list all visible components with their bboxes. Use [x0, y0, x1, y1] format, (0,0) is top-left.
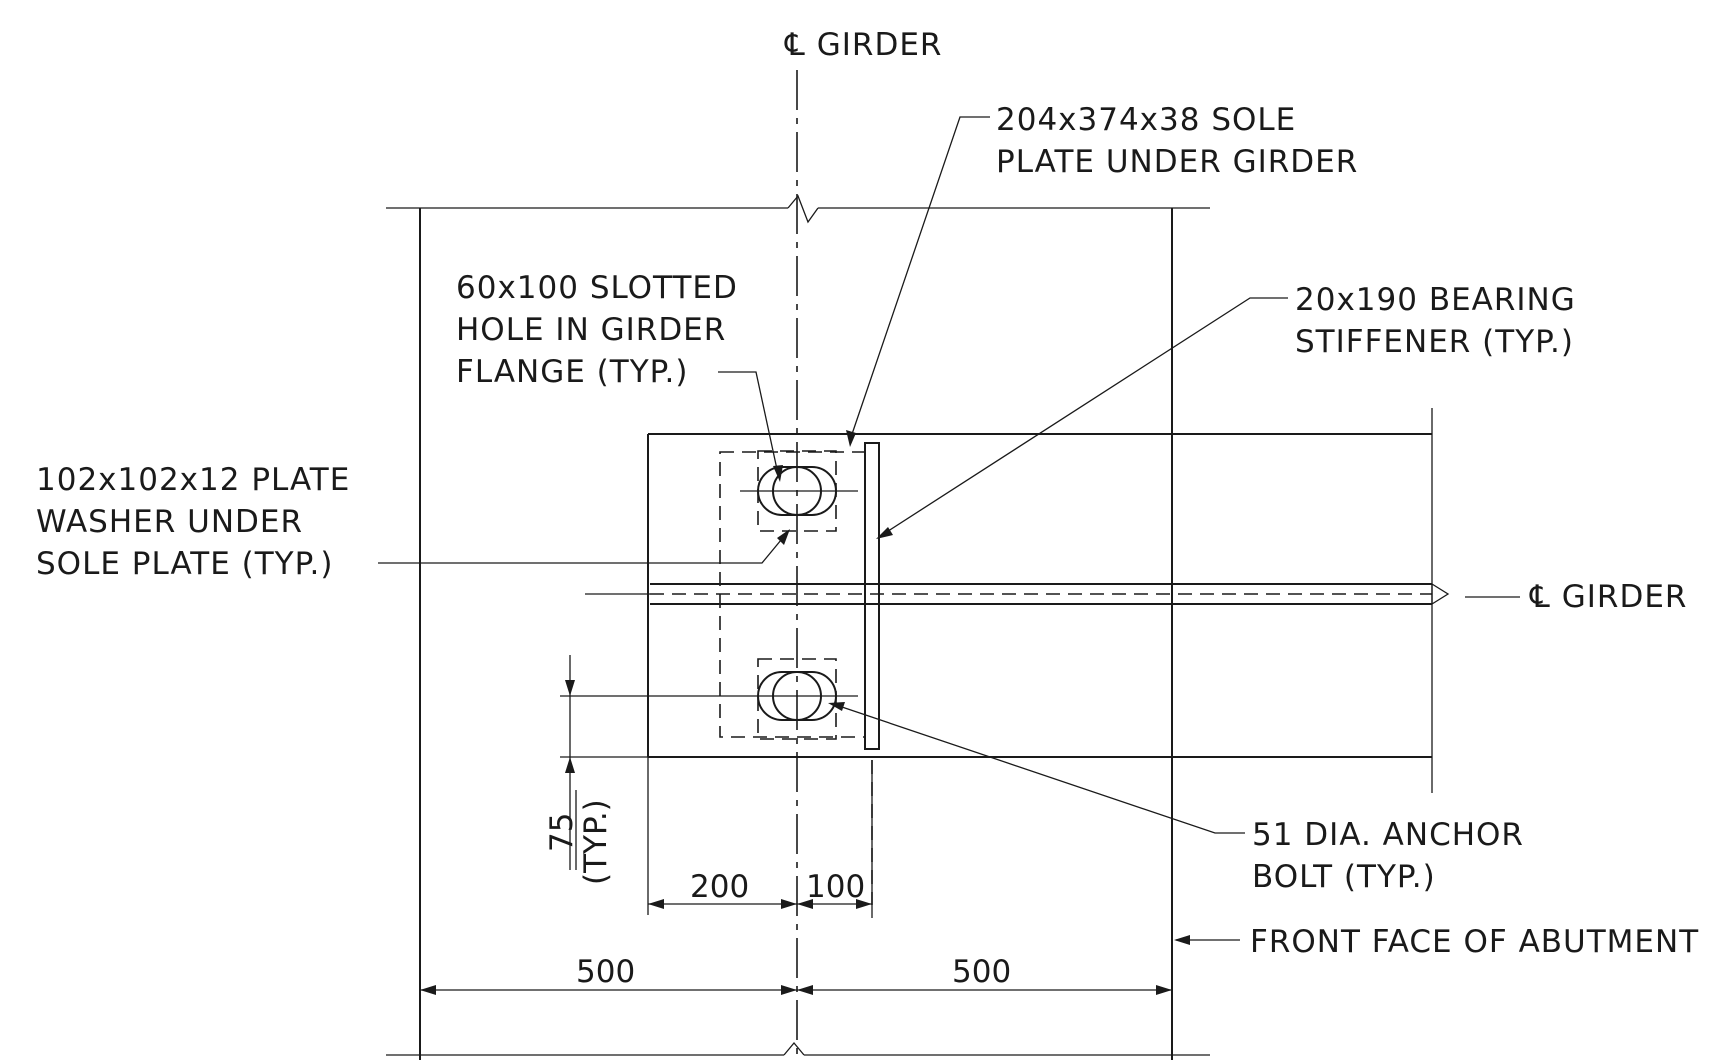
label-anchor-bolt-line1: 51 DIA. ANCHOR: [1252, 817, 1524, 853]
label-stiffener-line2: STIFFENER (TYP.): [1295, 324, 1574, 360]
label-slotted-hole-line3: FLANGE (TYP.): [456, 354, 688, 390]
label-girder-centerline-right: ℄ GIRDER: [1529, 579, 1687, 615]
leader-stiffener: [881, 297, 1288, 536]
svg-text:500: 500: [576, 954, 635, 990]
girder-flange-footprint: [719, 451, 866, 738]
label-slotted-hole-line2: HOLE IN GIRDER: [456, 312, 726, 348]
label-sole-plate-line1: 204x374x38 SOLE: [996, 102, 1296, 138]
label-washer-line2: WASHER UNDER: [36, 504, 303, 540]
label-stiffener-line1: 20x190 BEARING: [1295, 282, 1576, 318]
label-girder-centerline-top: ℄ GIRDER: [784, 27, 942, 63]
dimension-500: 500 500: [420, 954, 1172, 995]
leader-anchor-bolt: [835, 704, 1245, 834]
label-sole-plate-line2: PLATE UNDER GIRDER: [996, 144, 1358, 180]
abutment-outline: [386, 194, 1210, 1060]
label-washer-line3: SOLE PLATE (TYP.): [36, 546, 333, 582]
leader-slotted-hole: [718, 371, 779, 475]
label-slotted-hole-line1: 60x100 SLOTTED: [456, 270, 738, 306]
dimension-75: 75 (TYP.): [544, 655, 648, 885]
label-washer-line1: 102x102x12 PLATE: [36, 462, 350, 498]
bearing-stiffener: [864, 442, 880, 750]
label-front-face: FRONT FACE OF ABUTMENT: [1250, 924, 1699, 960]
anchor-bolt-top: [740, 450, 858, 532]
svg-text:75: 75: [544, 813, 580, 852]
svg-text:100: 100: [806, 869, 865, 905]
svg-text:(TYP.): (TYP.): [578, 799, 614, 885]
label-anchor-bolt-line2: BOLT (TYP.): [1252, 859, 1436, 895]
leader-sole-plate: [849, 116, 990, 441]
svg-text:500: 500: [952, 954, 1011, 990]
dimension-200-100: 200 100: [648, 760, 873, 918]
anchor-bolt-bottom: [560, 658, 858, 740]
svg-text:200: 200: [690, 869, 749, 905]
leader-washer: [378, 533, 787, 564]
girder-web: [585, 583, 1450, 605]
